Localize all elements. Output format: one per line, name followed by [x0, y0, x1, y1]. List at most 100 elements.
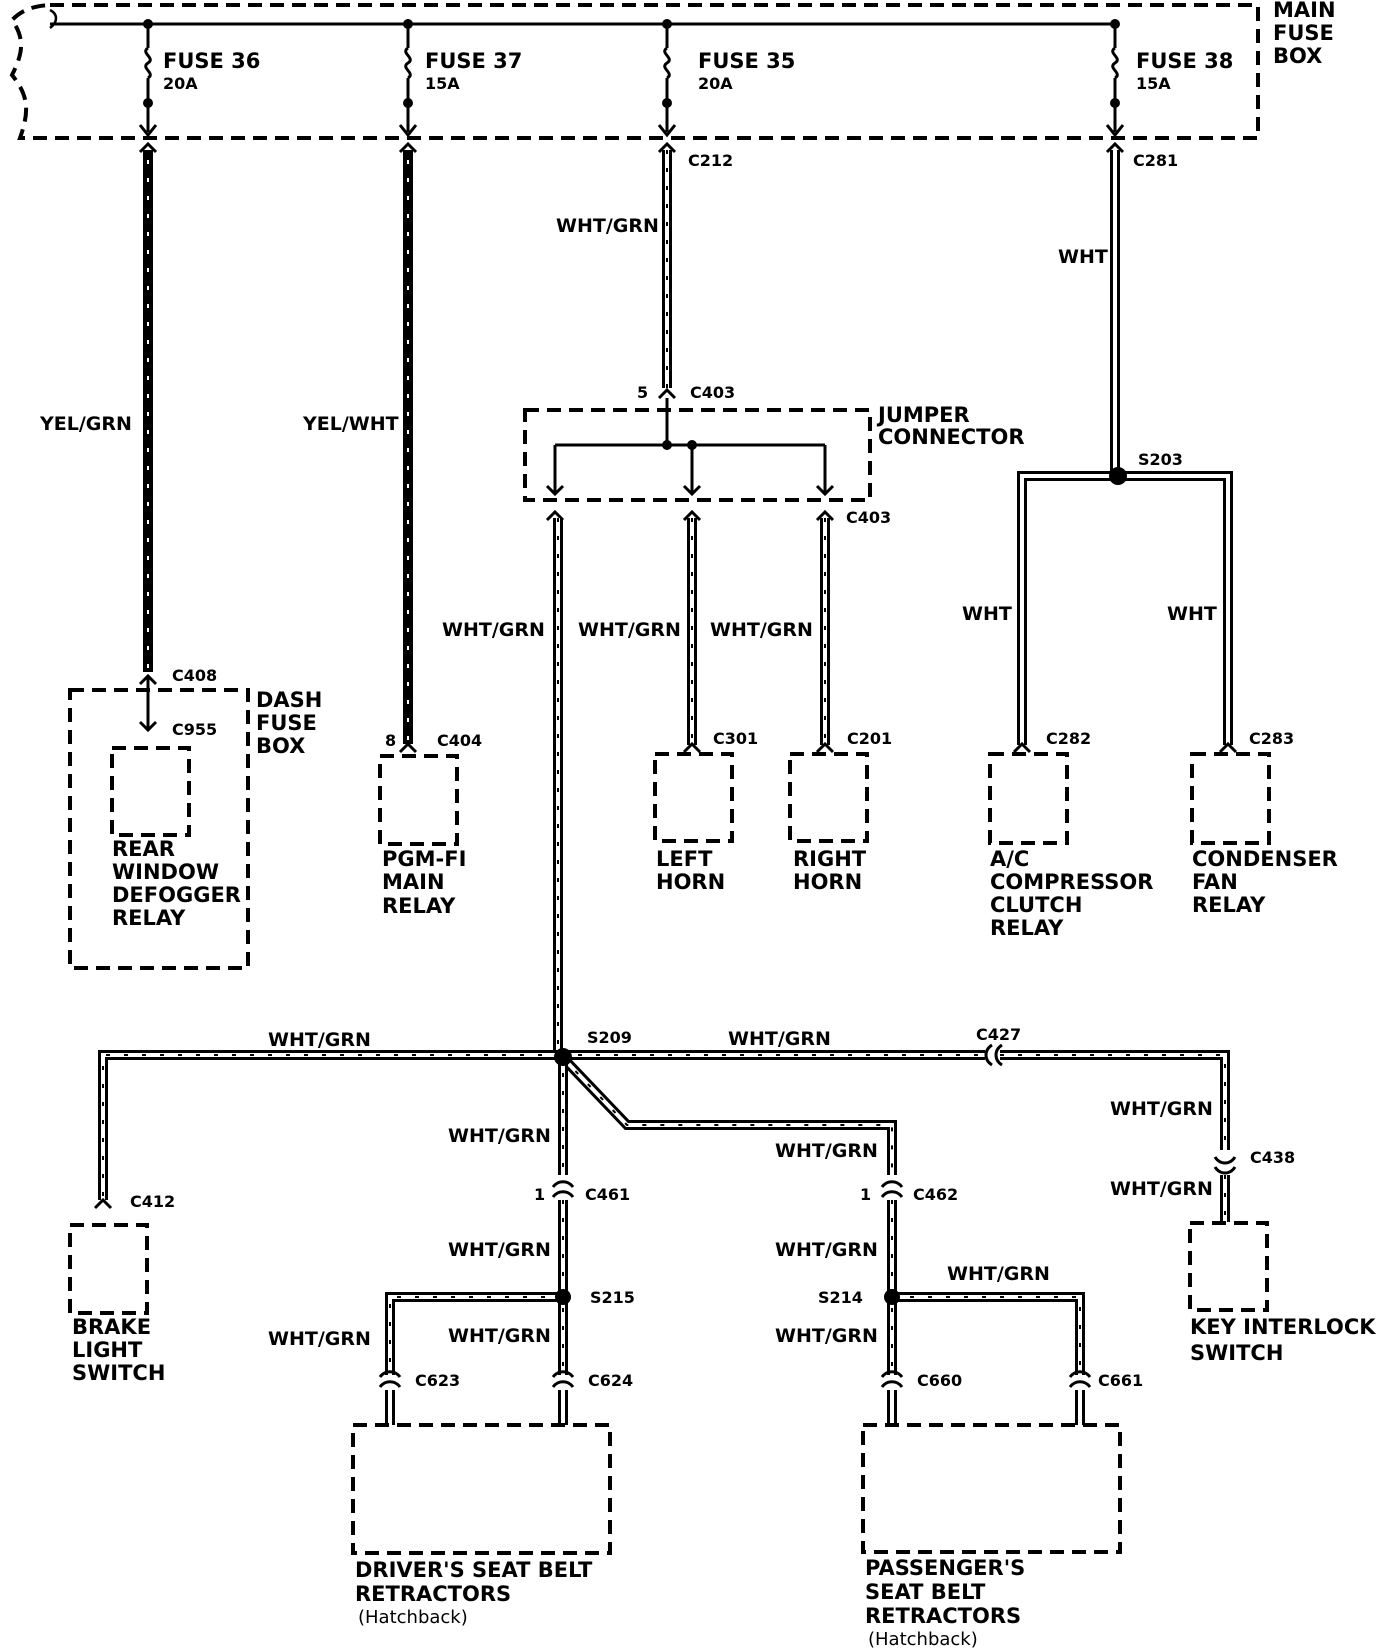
main-fuse-box: MAIN FUSE BOX	[9, 0, 1336, 140]
fuse-37: FUSE 37 15A	[398, 19, 522, 138]
c624-label: C624	[588, 1371, 633, 1390]
pgm-fi-pin: 8	[385, 731, 396, 750]
c438-label: C438	[1250, 1148, 1295, 1167]
right-horn: C201 RIGHT HORN	[788, 729, 892, 894]
s215-label: S215	[590, 1288, 635, 1307]
driver-pin: 1	[534, 1185, 545, 1204]
driver-belt-label-2: RETRACTORS	[355, 1582, 511, 1606]
ac-connector: C282	[1046, 729, 1091, 748]
ac-label-3: CLUTCH	[990, 893, 1082, 917]
condenser-label-2: FAN	[1192, 870, 1238, 894]
wire-left-horn-label: WHT/GRN	[578, 619, 681, 641]
wire-yel-grn: YEL/GRN	[39, 141, 158, 672]
right-horn-label-1: RIGHT	[793, 847, 867, 871]
pgm-fi-label-2: MAIN	[382, 870, 445, 894]
passenger-seat-belt-retractors: PASSENGER'S SEAT BELT RETRACTORS (Hatchb…	[861, 1423, 1122, 1650]
wire-driver-mid-label: WHT/GRN	[448, 1239, 551, 1261]
wire-right-horn: WHT/GRN	[710, 518, 830, 745]
driver-belt-label-1: DRIVER'S SEAT BELT	[355, 1558, 593, 1582]
condenser-fan-relay: C283 CONDENSER FAN RELAY	[1190, 729, 1338, 917]
left-horn-label-1: LEFT	[656, 847, 713, 871]
condenser-label-1: CONDENSER	[1192, 847, 1338, 871]
wire-yel-wht-label: YEL/WHT	[302, 413, 399, 435]
ac-compressor-clutch-relay: C282 A/C COMPRESSOR CLUTCH RELAY	[988, 729, 1153, 940]
wire-passenger-upper-label: WHT/GRN	[775, 1140, 878, 1162]
c412-label: C412	[130, 1192, 175, 1211]
main-fuse-box-label-2: FUSE	[1273, 21, 1334, 45]
key-interlock-label-2: SWITCH	[1190, 1341, 1283, 1365]
s214-label: S214	[818, 1288, 863, 1307]
rear-defogger-label-3: DEFOGGER	[112, 883, 241, 907]
s209-label: S209	[587, 1028, 632, 1047]
rear-defogger-label-4: RELAY	[112, 906, 186, 930]
driver-belt-note: (Hatchback)	[358, 1607, 468, 1628]
wire-driver-upper-label: WHT/GRN	[448, 1125, 551, 1147]
jumper-in-connector: C403	[690, 383, 735, 402]
c427-label: C427	[976, 1025, 1021, 1044]
wire-left-horn: WHT/GRN	[578, 518, 697, 745]
pgm-fi-main-relay: 8 C404 PGM-FI MAIN RELAY	[378, 731, 482, 918]
passenger-seat-belt-circuit: 1 C462 S214 WHT/GRN WHT/GRN WHT/GRN C660…	[775, 1180, 1143, 1425]
wire-passenger-right-label: WHT/GRN	[947, 1263, 1050, 1285]
condenser-label-3: RELAY	[1192, 893, 1266, 917]
wire-brake-run-label: WHT/GRN	[268, 1029, 371, 1051]
passenger-belt-label-3: RETRACTORS	[865, 1604, 1021, 1628]
splice-s203: S203 WHT WHT	[962, 450, 1233, 745]
wire-ac-label: WHT	[962, 603, 1012, 625]
pgm-fi-connector: C404	[437, 731, 482, 750]
connector-c427: C427	[976, 1025, 1021, 1067]
driver-seat-belt-circuit: 1 C461 S215 WHT/GRN WHT/GRN WHT/GRN C623…	[268, 1180, 635, 1425]
jumper-connector: 5 C403 JUMPER CONNECTOR C403	[523, 383, 1025, 527]
ac-label-4: RELAY	[990, 916, 1064, 940]
fuse-37-rating: 15A	[425, 74, 460, 93]
splice-s209: S209 WHT/GRN WHT/GRN WHT/GRN WHT/GRN	[98, 1028, 1230, 1200]
pgm-fi-label-3: RELAY	[382, 894, 456, 918]
dash-fuse-box-label-3: BOX	[256, 734, 305, 758]
rear-window-defogger-relay: REAR WINDOW DEFOGGER RELAY	[110, 746, 241, 930]
brake-label-1: BRAKE	[72, 1315, 151, 1339]
fuse-36-rating: 20A	[163, 74, 198, 93]
c212-connector: C212	[688, 151, 733, 170]
wire-condenser-label: WHT	[1167, 603, 1217, 625]
left-horn-connector: C301	[713, 729, 758, 748]
left-horn: C301 LEFT HORN	[653, 729, 758, 894]
wire-driver-left-label: WHT/GRN	[268, 1328, 371, 1350]
ac-label-2: COMPRESSOR	[990, 870, 1153, 894]
s203-label: S203	[1138, 450, 1183, 469]
fuse-37-name: FUSE 37	[425, 49, 522, 73]
wire-key-run-label: WHT/GRN	[728, 1028, 831, 1050]
c623-label: C623	[415, 1371, 460, 1390]
jumper-out-connector: C403	[846, 508, 891, 527]
key-interlock-label-1: KEY INTERLOCK	[1190, 1315, 1376, 1339]
jumper-in-pin: 5	[637, 383, 648, 402]
c660-label: C660	[917, 1371, 962, 1390]
jumper-label-1: JUMPER	[876, 403, 970, 427]
dash-fuse-box-label-1: DASH	[256, 688, 322, 712]
key-interlock-switch: KEY INTERLOCK SWITCH	[1188, 1221, 1376, 1365]
c281-connector: C281	[1133, 151, 1178, 170]
ac-label-1: A/C	[990, 847, 1029, 871]
brake-label-2: LIGHT	[72, 1338, 143, 1362]
wire-fuse35-label: WHT/GRN	[556, 215, 659, 237]
right-horn-label-2: HORN	[793, 870, 862, 894]
dash-fuse-box-connector: C408	[172, 666, 217, 685]
main-fuse-box-label-1: MAIN	[1273, 0, 1336, 22]
fuse-35: FUSE 35 20A	[657, 19, 795, 138]
brake-label-3: SWITCH	[72, 1361, 165, 1385]
dash-fuse-box-label-2: FUSE	[256, 711, 317, 735]
passenger-belt-label-2: SEAT BELT	[865, 1580, 986, 1604]
wire-key-lower-label: WHT/GRN	[1110, 1178, 1213, 1200]
wire-key-interlock: C438 WHT/GRN WHT/GRN	[1110, 1098, 1295, 1222]
wire-passenger-mid-label: WHT/GRN	[775, 1239, 878, 1261]
wire-jumper-to-s209: WHT/GRN	[442, 518, 563, 1050]
fuse-35-rating: 20A	[698, 74, 733, 93]
wire-yel-wht: YEL/WHT	[302, 141, 418, 744]
rear-defogger-label-1: REAR	[112, 837, 175, 861]
main-fuse-box-label-3: BOX	[1273, 44, 1322, 68]
fuse-38-rating: 15A	[1136, 74, 1171, 93]
jumper-label-2: CONNECTOR	[878, 425, 1025, 449]
fuse-38-name: FUSE 38	[1136, 49, 1233, 73]
fuse-36: FUSE 36 20A	[138, 19, 260, 138]
dash-fuse-box: C408 C955 DASH FUSE BOX	[68, 666, 322, 970]
